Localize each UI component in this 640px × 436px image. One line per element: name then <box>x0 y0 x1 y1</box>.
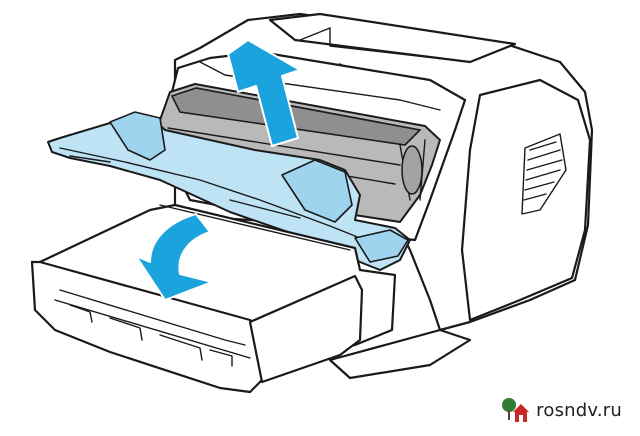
input-tray <box>30 203 397 394</box>
side-vent <box>521 133 567 215</box>
front-cover-open <box>47 111 411 271</box>
printer-base <box>328 328 472 380</box>
watermark: rosndv.ru <box>500 396 622 424</box>
open-cover-arrow <box>135 213 213 301</box>
lift-out-arrow <box>227 39 301 147</box>
house-tree-logo-icon <box>502 398 530 422</box>
output-tray <box>268 12 517 64</box>
watermark-text: rosndv.ru <box>536 399 622 421</box>
